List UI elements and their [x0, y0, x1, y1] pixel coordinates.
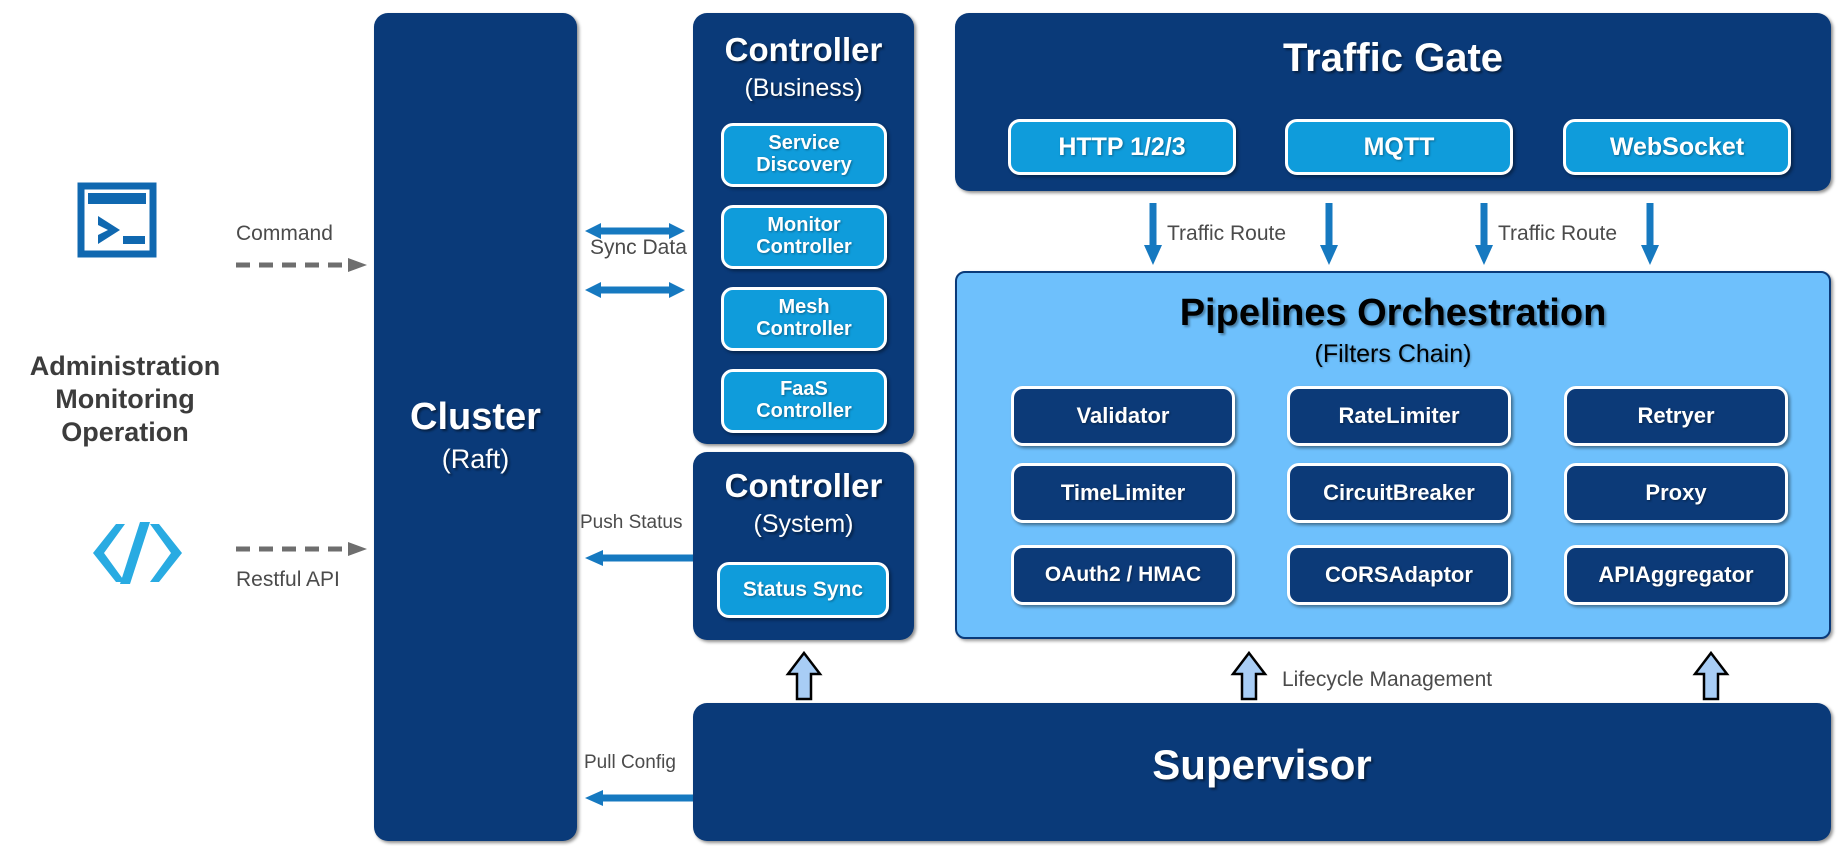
- traffic-gate-protocol-http[interactable]: HTTP 1/2/3: [1008, 119, 1236, 175]
- controller-item-line-2: Controller: [756, 236, 852, 258]
- traffic-route-arrow-2: [1318, 203, 1340, 265]
- controller-item-line-1: Mesh: [778, 296, 830, 319]
- pipelines-subtitle: (Filters Chain): [1314, 340, 1472, 368]
- filter-label: Proxy: [1645, 480, 1707, 506]
- cluster-subtitle: (Raft): [441, 444, 510, 474]
- push-status-label: Push Status: [580, 512, 683, 533]
- controller-system-panel[interactable]: Controller (System) Status Sync: [693, 452, 914, 640]
- pipeline-filter-apiaggregator[interactable]: APIAggregator: [1564, 545, 1788, 605]
- lifecycle-arrow-pipelines-left: [1230, 650, 1268, 701]
- protocol-label: MQTT: [1363, 132, 1435, 161]
- protocol-label: WebSocket: [1609, 132, 1745, 161]
- controller-item-line-1: Service: [768, 132, 840, 155]
- controller-item-line-1: Monitor: [767, 214, 841, 237]
- code-brackets-icon: [78, 522, 188, 584]
- command-label: Command: [236, 222, 333, 245]
- traffic-route-label-right: Traffic Route: [1498, 222, 1618, 245]
- controller-item-line-1: Status Sync: [742, 577, 864, 601]
- left-heading-line-3: Operation: [61, 416, 189, 447]
- pipeline-filter-retryer[interactable]: Retryer: [1564, 386, 1788, 446]
- cluster-title: Cluster: [410, 396, 541, 438]
- filter-label: Retryer: [1637, 403, 1715, 429]
- traffic-gate-protocol-mqtt[interactable]: MQTT: [1285, 119, 1513, 175]
- traffic-gate-protocol-websocket[interactable]: WebSocket: [1563, 119, 1791, 175]
- left-heading-block: Administration Monitoring Operation: [10, 350, 240, 449]
- restful-api-dashed-arrow: [236, 542, 368, 556]
- traffic-route-arrow-4: [1639, 203, 1661, 265]
- pipeline-filter-oauth2-hmac[interactable]: OAuth2 / HMAC: [1011, 545, 1235, 605]
- controller-item-line-1: FaaS: [780, 378, 828, 401]
- lifecycle-management-label: Lifecycle Management: [1282, 668, 1493, 691]
- controller-system-subtitle: (System): [753, 510, 854, 538]
- sync-data-arrow-top: [585, 221, 685, 241]
- controller-item-line-2: Controller: [756, 318, 852, 340]
- pipeline-filter-timelimiter[interactable]: TimeLimiter: [1011, 463, 1235, 523]
- controller-item-line-2: Discovery: [756, 154, 852, 176]
- controller-business-title: Controller: [724, 31, 883, 68]
- controller-item-monitor-controller[interactable]: Monitor Controller: [721, 205, 887, 269]
- filter-label: OAuth2 / HMAC: [1044, 562, 1202, 586]
- pipelines-title: Pipelines Orchestration: [1179, 292, 1607, 334]
- controller-item-faas-controller[interactable]: FaaS Controller: [721, 369, 887, 433]
- filter-label: CircuitBreaker: [1323, 480, 1475, 506]
- traffic-route-arrow-1: [1142, 203, 1164, 265]
- supervisor-title: Supervisor: [1152, 741, 1372, 788]
- sync-data-arrow-bottom: [585, 280, 685, 300]
- supervisor-panel[interactable]: Supervisor: [693, 703, 1831, 841]
- traffic-gate-panel[interactable]: Traffic Gate HTTP 1/2/3 MQTT WebSocket: [955, 13, 1831, 191]
- terminal-icon: [77, 182, 157, 258]
- protocol-label: HTTP 1/2/3: [1058, 132, 1186, 161]
- pipeline-filter-proxy[interactable]: Proxy: [1564, 463, 1788, 523]
- controller-item-service-discovery[interactable]: Service Discovery: [721, 123, 887, 187]
- left-heading-line-2: Monitoring: [55, 383, 195, 414]
- controller-system-title: Controller: [724, 467, 883, 504]
- filter-label: APIAggregator: [1598, 562, 1754, 588]
- controller-item-line-2: Controller: [756, 400, 852, 422]
- push-status-arrow: [585, 549, 693, 567]
- controller-item-status-sync[interactable]: Status Sync: [717, 562, 889, 618]
- filter-label: TimeLimiter: [1060, 480, 1186, 506]
- left-heading-line-1: Administration: [29, 351, 221, 381]
- pipeline-filter-ratelimiter[interactable]: RateLimiter: [1287, 386, 1511, 446]
- controller-item-mesh-controller[interactable]: Mesh Controller: [721, 287, 887, 351]
- pull-config-arrow: [585, 789, 693, 807]
- pipeline-filter-corsadaptor[interactable]: CORSAdaptor: [1287, 545, 1511, 605]
- lifecycle-arrow-pipelines-right: [1692, 650, 1730, 701]
- controller-business-panel[interactable]: Controller (Business) Service Discovery …: [693, 13, 914, 444]
- restful-api-label: Restful API: [236, 568, 340, 591]
- sync-data-label: Sync Data: [590, 236, 687, 259]
- controller-business-subtitle: (Business): [744, 74, 863, 102]
- traffic-route-arrow-3: [1473, 203, 1495, 265]
- pipelines-orchestration-panel[interactable]: Pipelines Orchestration (Filters Chain) …: [955, 271, 1831, 639]
- traffic-route-label-left: Traffic Route: [1167, 222, 1287, 245]
- cluster-panel[interactable]: Cluster (Raft): [374, 13, 577, 841]
- traffic-gate-title: Traffic Gate: [1282, 36, 1504, 80]
- pipeline-filter-circuitbreaker[interactable]: CircuitBreaker: [1287, 463, 1511, 523]
- filter-label: Validator: [1076, 403, 1170, 429]
- pull-config-label: Pull Config: [584, 752, 676, 773]
- filter-label: RateLimiter: [1338, 403, 1460, 429]
- lifecycle-arrow-controller: [785, 650, 823, 701]
- filter-label: CORSAdaptor: [1325, 562, 1473, 588]
- command-dashed-arrow: [236, 258, 368, 272]
- pipeline-filter-validator[interactable]: Validator: [1011, 386, 1235, 446]
